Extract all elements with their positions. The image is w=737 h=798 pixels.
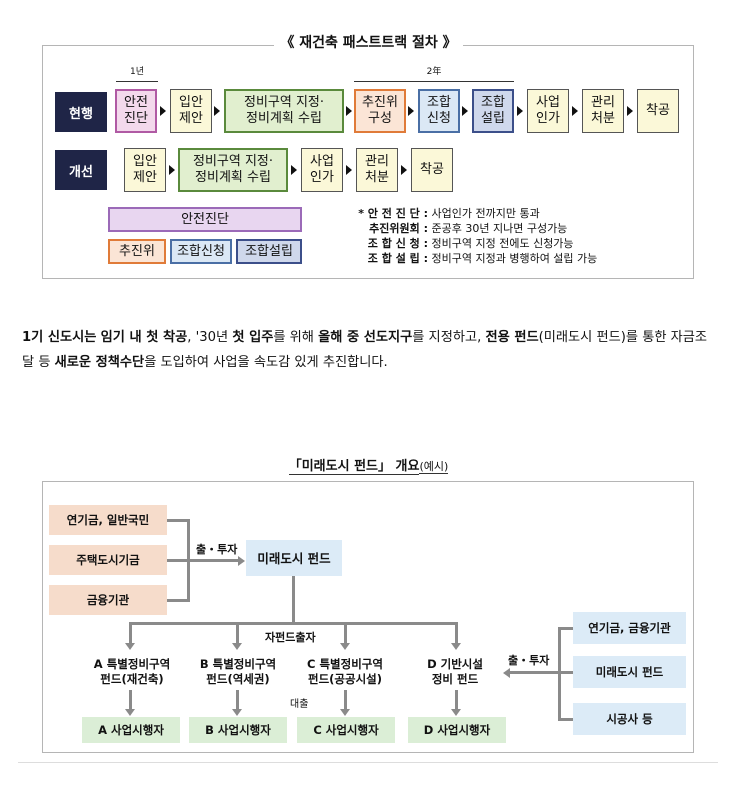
span-2-year: 2年: [354, 67, 514, 88]
notes-list: * 안 전 진 단 : 사업인가 전까지만 통과 추진위원회 : 준공후 30년…: [325, 206, 685, 266]
fasttrack-title: 《 재건축 패스트트랙 절차 》: [0, 32, 737, 52]
arrow-down-icon: [340, 709, 350, 716]
parallel-committee: 추진위: [108, 239, 166, 264]
operator-c: C 사업시행자: [297, 717, 395, 743]
source-financial: 금융기관: [49, 585, 167, 615]
span-1-line: [116, 81, 158, 82]
note-item: 조 합 설 립 : 정비구역 지정과 병행하여 설립 가능: [367, 252, 598, 265]
arrow-icon: [572, 106, 578, 116]
current-step-zone: 정비구역 지정·정비계획 수립: [224, 89, 344, 133]
main-fund: 미래도시 펀드: [246, 540, 342, 576]
arrow-icon: [408, 106, 414, 116]
arrow-icon: [346, 165, 352, 175]
arrow-icon: [627, 106, 633, 116]
arrow-icon: [169, 165, 175, 175]
arrow-icon: [160, 106, 166, 116]
divider: [18, 762, 718, 763]
operator-d: D 사업시행자: [408, 717, 506, 743]
operator-a: A 사업시행자: [82, 717, 180, 743]
parallel-establish: 조합설립: [236, 239, 302, 264]
operator-b: B 사업시행자: [189, 717, 287, 743]
arrow-down-icon: [451, 709, 461, 716]
right-source-pension: 연기금, 금융기관: [573, 612, 686, 644]
note-item: * 안 전 진 단 : 사업인가 전까지만 통과: [358, 207, 540, 220]
improved-step-zone: 정비구역 지정·정비계획 수립: [178, 148, 288, 192]
current-step-construction: 착공: [637, 89, 679, 133]
improved-row-label: 개선: [55, 150, 107, 190]
improved-step-construction: 착공: [411, 148, 453, 192]
right-source-future-fund: 미래도시 펀드: [573, 656, 686, 688]
loan-label: 대출: [290, 699, 309, 710]
span-1-label: 1년: [129, 67, 144, 77]
arrow-icon: [214, 106, 220, 116]
parallel-safety: 안전진단: [108, 207, 302, 232]
arrow-right-icon: [238, 556, 245, 566]
arrow-icon: [462, 106, 468, 116]
source-housing-fund: 주택도시기금: [49, 545, 167, 575]
arrow-icon: [517, 106, 523, 116]
policy-paragraph: 1기 신도시는 임기 내 첫 착공, '30년 첫 입주를 위해 올해 중 선도…: [22, 330, 708, 370]
fund-title: 「미래도시 펀드」 개요(예시): [288, 459, 449, 475]
arrow-down-icon: [232, 709, 242, 716]
span-1-year: 1년: [116, 67, 158, 88]
arrow-left-icon: [503, 668, 510, 678]
arrow-down-icon: [125, 643, 135, 650]
current-row-label: 현행: [55, 92, 107, 132]
span-2-label: 2年: [426, 67, 442, 77]
right-source-builder: 시공사 등: [573, 703, 686, 735]
invest-label-right: 출・투자: [508, 654, 550, 667]
sub-invest-label: 자펀드출자: [262, 629, 319, 645]
arrow-down-icon: [340, 643, 350, 650]
fund-panel: [42, 481, 694, 753]
arrow-icon: [401, 165, 407, 175]
arrow-icon: [291, 165, 297, 175]
note-item: 추진위원회 : 준공후 30년 지나면 구성가능: [369, 222, 568, 235]
parallel-apply: 조합신청: [170, 239, 232, 264]
invest-label-left: 출・투자: [196, 543, 238, 556]
span-2-line: [354, 81, 514, 82]
arrow-down-icon: [125, 709, 135, 716]
note-item: 조 합 신 청 : 정비구역 지정 전에도 신청가능: [367, 237, 574, 250]
arrow-icon: [346, 106, 352, 116]
arrow-down-icon: [232, 643, 242, 650]
source-pension-public: 연기금, 일반국민: [49, 505, 167, 535]
arrow-down-icon: [451, 643, 461, 650]
